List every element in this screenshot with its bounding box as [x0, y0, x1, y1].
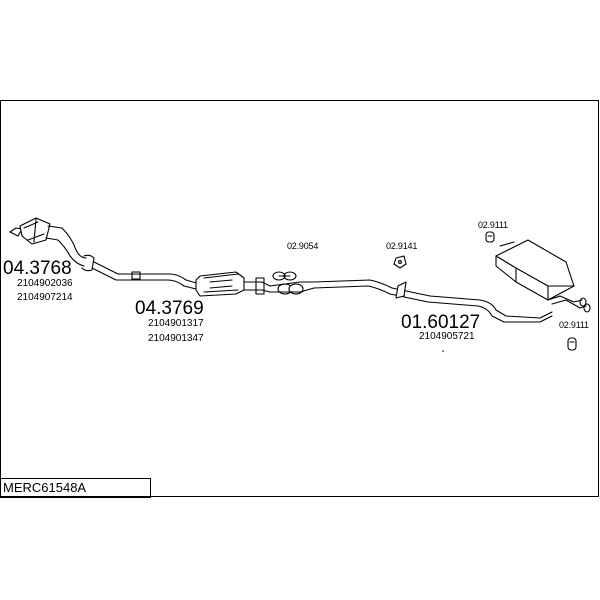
part-ref-label: 2104901317: [148, 318, 204, 329]
front-pipe-catalyst: [9, 217, 95, 272]
clamp-double: [269, 271, 315, 295]
dot-mark: [442, 350, 444, 352]
part-number-label: 04.3769: [135, 298, 204, 319]
rear-pipe: [313, 279, 553, 323]
middle-pipe-silencer: [91, 261, 271, 297]
diagram-code: MERC61548A: [0, 478, 151, 498]
part-number-label: 02.9111: [559, 320, 589, 330]
part-number-label: 04.3768: [3, 258, 72, 279]
part-number-label: 01.60127: [401, 312, 481, 333]
part-ref-label: 2104905721: [419, 331, 475, 342]
diagram-frame: [0, 100, 599, 497]
rubber-mount-02-9111-bottom: [567, 337, 577, 351]
part-number-label: 02.9111: [478, 220, 508, 230]
part-ref-label: 2104901347: [148, 333, 204, 344]
rubber-mount-02-9111-top: [485, 231, 495, 243]
rear-silencer: [495, 239, 591, 313]
part-ref-label: 2104907214: [17, 292, 73, 303]
part-number-label: 02.9054: [287, 241, 319, 251]
part-ref-label: 2104902036: [17, 278, 73, 289]
part-number-label: 02.9141: [386, 241, 418, 251]
rubber-mount-02-9141: [393, 255, 407, 269]
